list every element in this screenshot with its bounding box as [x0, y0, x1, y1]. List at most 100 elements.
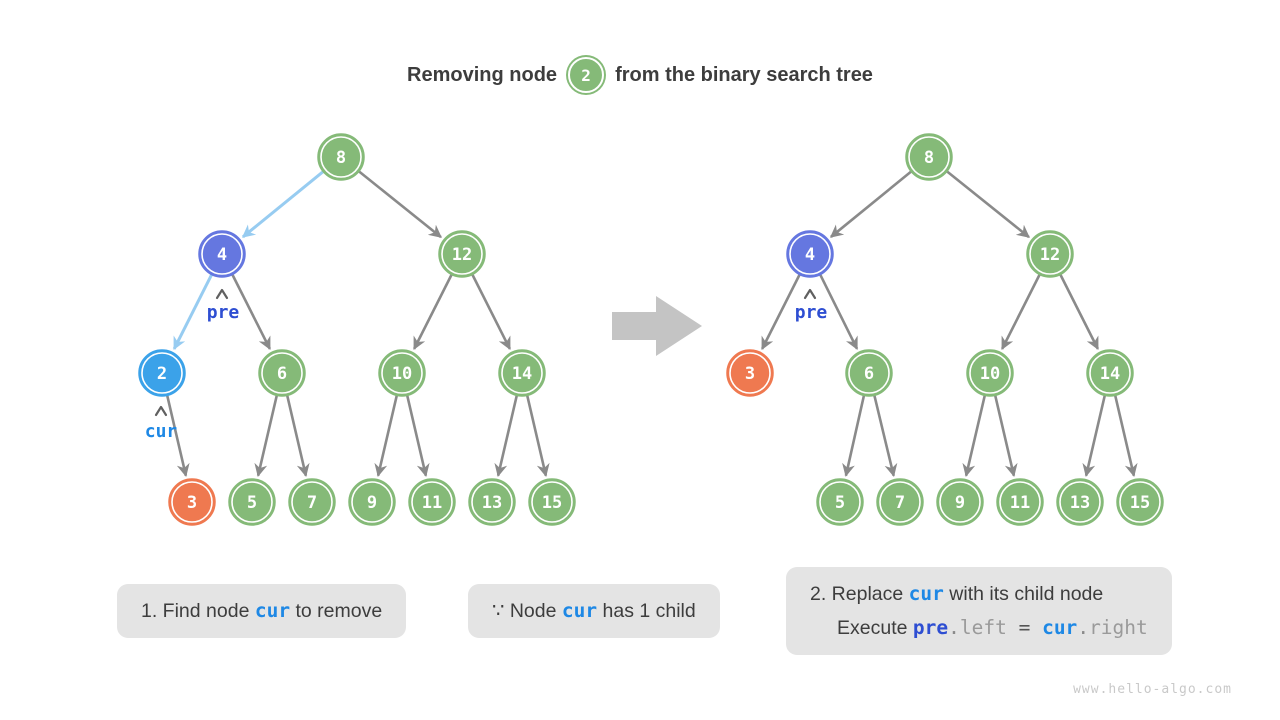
node-value: 7 [895, 493, 905, 513]
node-value: 4 [805, 245, 815, 265]
node-value: 5 [835, 493, 845, 513]
node-before-11: 11 [408, 478, 456, 526]
node-inner-ring [729, 352, 771, 394]
node-circle [966, 349, 1014, 397]
node-circle [996, 478, 1044, 526]
edge-after-14-13 [1082, 394, 1107, 477]
caption-segment: cur [254, 599, 291, 622]
caption-segment: = [1006, 616, 1043, 639]
caption-segment: has 1 child [597, 600, 696, 622]
caption-line: ∵ Node cur has 1 child [492, 594, 696, 628]
node-inner-ring [969, 352, 1011, 394]
edge-after-10-9 [962, 394, 987, 477]
edge-before-6-7 [285, 394, 310, 477]
edge-before-10-9 [374, 394, 399, 477]
node-circle [1056, 478, 1104, 526]
node-inner-ring [201, 233, 243, 275]
pointer-label-cur: cur [145, 421, 178, 442]
node-circle [936, 478, 984, 526]
node-inner-ring [531, 481, 573, 523]
node-circle [905, 133, 953, 181]
node-circle [498, 349, 546, 397]
edge-before-8-4 [241, 169, 325, 239]
node-inner-ring [819, 481, 861, 523]
node-circle [528, 478, 576, 526]
node-before-12: 12 [438, 230, 486, 278]
node-after-7: 7 [876, 478, 924, 526]
node-circle [288, 478, 336, 526]
caption-segment: cur [1042, 616, 1078, 639]
node-circle [468, 478, 516, 526]
caption-segment: to remove [290, 600, 383, 622]
node-before-8: 8 [317, 133, 365, 181]
node-inner-ring [141, 352, 183, 394]
caption-segment: right [1089, 616, 1148, 639]
node-inner-ring [381, 352, 423, 394]
node-value: 15 [1130, 493, 1150, 513]
node-value: 8 [924, 148, 934, 168]
node-inner-ring [1059, 481, 1101, 523]
node-inner-ring [999, 481, 1041, 523]
node-value: 11 [422, 493, 442, 513]
node-after-8: 8 [905, 133, 953, 181]
caption-segment: left [959, 616, 1007, 639]
node-inner-ring [261, 352, 303, 394]
title-prefix: Removing node [407, 63, 558, 86]
node-after-5: 5 [816, 478, 864, 526]
edge-after-6-5 [842, 394, 866, 477]
caption-segment: . [1077, 616, 1090, 639]
caption-segment: 2. Replace [810, 583, 909, 605]
node-value: 9 [955, 493, 965, 513]
edge-before-4-2 [172, 272, 214, 351]
caption-segment: Execute [837, 617, 913, 639]
edge-after-10-11 [993, 394, 1018, 477]
node-inner-ring [231, 481, 273, 523]
caption-step-1: 1. Find node cur to remove [117, 584, 407, 638]
edge-after-12-10 [1000, 273, 1042, 351]
node-inner-ring [848, 352, 890, 394]
edge-after-14-15 [1113, 394, 1138, 477]
edge-before-8-12 [357, 169, 442, 239]
node-value: 2 [157, 364, 167, 384]
node-after-12: 12 [1026, 230, 1074, 278]
node-before-15: 15 [528, 478, 576, 526]
title-suffix: from the binary search tree [615, 63, 873, 86]
node-circle [816, 478, 864, 526]
node-value: 14 [512, 364, 532, 384]
node-circle [408, 478, 456, 526]
node-circle [378, 349, 426, 397]
node-before-10: 10 [378, 349, 426, 397]
node-circle [198, 230, 246, 278]
caret-up-icon [803, 288, 817, 300]
node-inner-ring [1119, 481, 1161, 523]
node-value: 14 [1100, 364, 1120, 384]
edge-before-4-6 [230, 273, 272, 351]
node-circle [438, 230, 486, 278]
node-after-6: 6 [845, 349, 893, 397]
node-value: 11 [1010, 493, 1030, 513]
edge-after-4-6 [818, 273, 859, 350]
transition-arrow-icon [612, 296, 702, 356]
node-after-9: 9 [936, 478, 984, 526]
node-inner-ring [291, 481, 333, 523]
node-before-6: 6 [258, 349, 306, 397]
caption-line: Execute pre.left = cur.right [810, 611, 1148, 645]
watermark: www.hello-algo.com [1073, 682, 1232, 697]
node-value: 10 [980, 364, 1000, 384]
caption-segment: ∵ Node [492, 600, 562, 622]
node-after-13: 13 [1056, 478, 1104, 526]
caption-segment: . [948, 616, 960, 639]
node-inner-ring [908, 136, 950, 178]
caption-segment: 1. Find node [141, 600, 255, 622]
node-after-14: 14 [1086, 349, 1134, 397]
node-value: 8 [336, 148, 346, 168]
edge-after-12-14 [1058, 273, 1100, 351]
title-node-badge: 2 [568, 57, 605, 93]
node-before-9: 9 [348, 478, 396, 526]
node-circle [845, 349, 893, 397]
node-before-4: 4 [198, 230, 246, 278]
caption-line: 2. Replace cur with its child node [810, 577, 1148, 611]
node-value: 12 [452, 245, 472, 265]
edge-before-6-5 [254, 394, 279, 477]
